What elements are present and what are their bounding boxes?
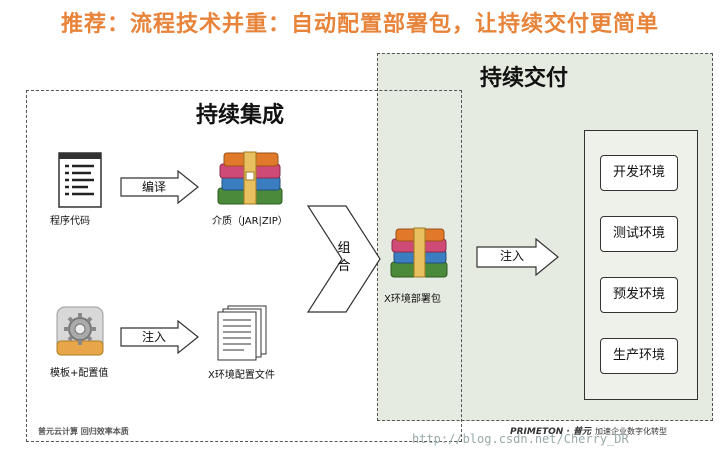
env-package-label: X环境部署包: [384, 294, 441, 305]
env-production: 生产环境: [600, 338, 678, 374]
settings-gear-icon: [56, 306, 104, 356]
compile-arrow-label: 编译: [141, 180, 166, 194]
footer-slogan: 普元云计算 回归效率本质: [38, 427, 129, 436]
inject-config-arrow-label: 注入: [141, 330, 166, 344]
inject-env-arrow-label: 注入: [499, 249, 524, 263]
deploy-package-icon: [390, 227, 448, 278]
artifact-label: 介质（JAR|ZIP）: [212, 216, 288, 227]
combine-chevron: [306, 205, 381, 313]
env-test: 测试环境: [600, 216, 678, 252]
continuous-delivery-title: 持续交付: [480, 66, 569, 91]
inject-config-arrow: [120, 320, 199, 354]
url-watermark: http://blog.csdn.net/Cherry_DR: [412, 432, 629, 446]
env-staging: 预发环境: [600, 277, 678, 313]
source-code-icon: [58, 152, 102, 208]
inject-env-arrow: [476, 238, 559, 276]
compile-arrow: [120, 170, 199, 204]
footer-tagline: 加速企业数字化转型: [595, 427, 667, 436]
footer-brand: PRIMETON · 普元: [510, 427, 591, 437]
template-config-label: 模板+配置值: [50, 368, 109, 379]
combine-label: 组合: [337, 241, 351, 274]
env-dev: 开发环境: [600, 155, 678, 191]
archive-books-icon: [217, 151, 283, 205]
config-documents-icon: [217, 305, 267, 361]
continuous-integration-region: [26, 90, 462, 442]
env-config-file-label: X环境配置文件: [208, 370, 275, 381]
source-code-label: 程序代码: [50, 216, 90, 227]
continuous-integration-title: 持续集成: [196, 103, 285, 128]
slide-title: 推荐：流程技术并重：自动配置部署包，让持续交付更简单: [60, 12, 659, 37]
